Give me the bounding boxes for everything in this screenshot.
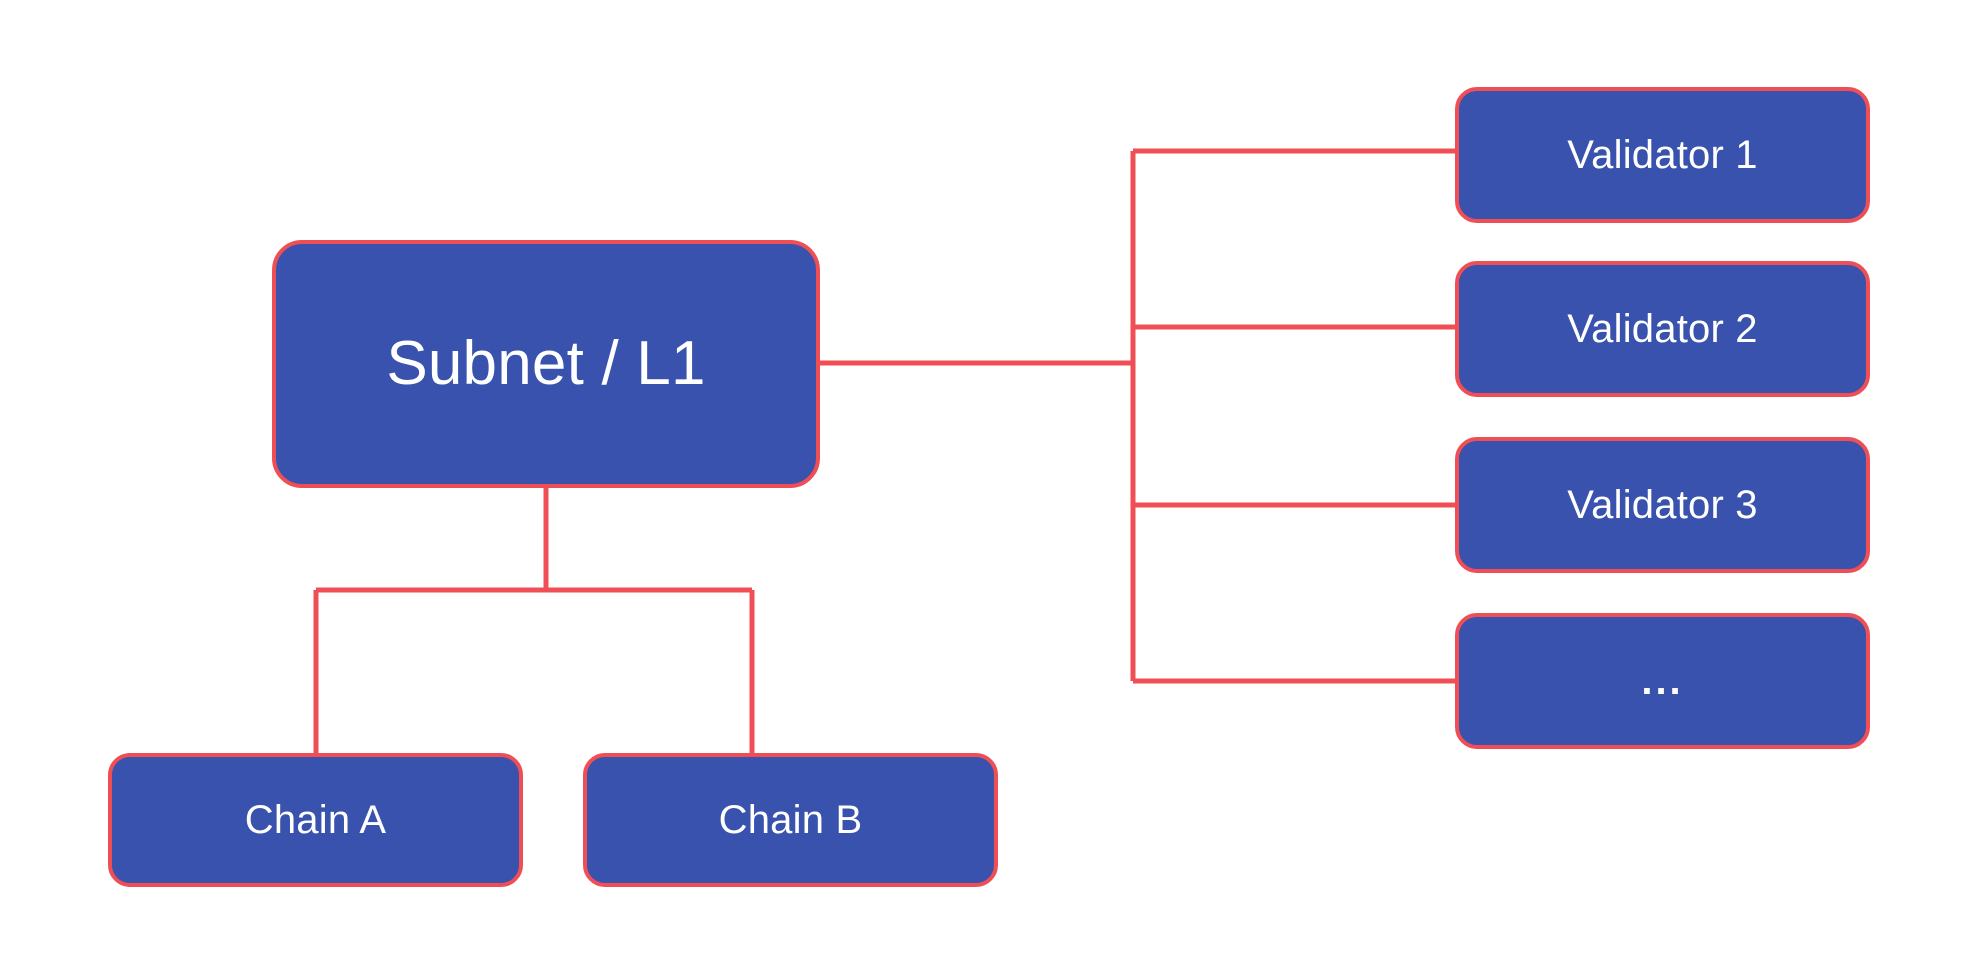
node-chain-b[interactable]: Chain B bbox=[583, 753, 998, 887]
node-validator-2[interactable]: Validator 2 bbox=[1455, 261, 1870, 397]
node-subnet-l1-label: Subnet / L1 bbox=[386, 329, 706, 398]
node-validator-more-label: ... bbox=[1641, 659, 1684, 703]
node-chain-b-label: Chain B bbox=[718, 798, 863, 842]
node-validator-3-label: Validator 3 bbox=[1567, 483, 1758, 527]
node-subnet-l1[interactable]: Subnet / L1 bbox=[272, 240, 820, 488]
node-validator-3[interactable]: Validator 3 bbox=[1455, 437, 1870, 573]
node-chain-a[interactable]: Chain A bbox=[108, 753, 523, 887]
node-chain-a-label: Chain A bbox=[244, 798, 387, 842]
node-validator-2-label: Validator 2 bbox=[1567, 307, 1758, 351]
node-validator-1[interactable]: Validator 1 bbox=[1455, 87, 1870, 223]
node-validator-more[interactable]: ... bbox=[1455, 613, 1870, 749]
node-validator-1-label: Validator 1 bbox=[1567, 133, 1758, 177]
